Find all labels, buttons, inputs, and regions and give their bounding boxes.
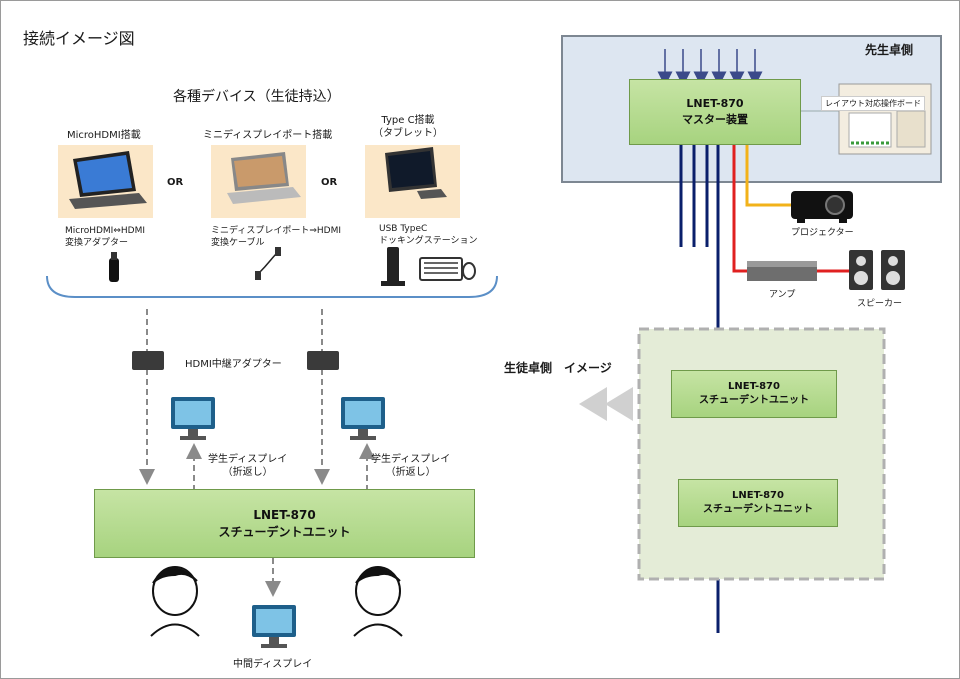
middle-display-label: 中間ディスプレイ: [233, 659, 313, 670]
master-unit-name: マスター装置: [682, 113, 748, 126]
minidp-cable-icon: [255, 247, 281, 280]
student-desk-area: [637, 327, 886, 581]
student-unit-2: LNET-870 スチューデントユニット: [678, 479, 838, 527]
projector-label: プロジェクター: [791, 228, 854, 238]
devices-bracket: [46, 275, 498, 298]
student-unit-main: LNET-870 スチューデントユニット: [94, 489, 475, 558]
minidp-cable-label: ミニディスプレイポート⇒HDMI 変換ケーブル: [211, 226, 342, 248]
student-figure-left: [150, 566, 200, 637]
keyboard-mouse-icon: [419, 257, 476, 281]
docking-station-icon: [381, 247, 405, 286]
amp-cable: [732, 144, 747, 273]
teacher-side-label: 先生卓側: [865, 43, 914, 57]
relay-adapter-label: HDMI中継アダプター: [185, 359, 282, 370]
tablet-image: [365, 145, 460, 218]
microhdmi-label: MicroHDMI搭載: [67, 130, 141, 141]
student-unit-main-name: スチューデントユニット: [218, 524, 351, 539]
student-unit-1-name: スチューデントユニット: [699, 395, 809, 406]
hdmi-relay-adapter-right: [307, 351, 339, 370]
student-unit-1-model: LNET-870: [728, 381, 780, 392]
direction-arrows: [579, 387, 633, 421]
speaker-icons: [849, 250, 905, 290]
dashed-connections: [139, 309, 375, 597]
microhdmi-laptop-image: [58, 145, 153, 218]
diagram-title: 接続イメージ図: [23, 29, 135, 48]
minidp-laptop-image: [211, 145, 306, 218]
typec-label: Type C搭載 （タブレット）: [373, 115, 443, 139]
student-monitor-right: [341, 397, 385, 440]
amp-label: アンプ: [769, 290, 796, 300]
student-unit-2-model: LNET-870: [732, 490, 784, 501]
microhdmi-adapter-icon: [109, 252, 119, 282]
student-unit-main-model: LNET-870: [253, 507, 316, 522]
hdmi-relay-adapter-left: [132, 351, 164, 370]
student-monitor-left: [171, 397, 215, 440]
student-figure-right: [353, 566, 403, 637]
middle-monitor: [252, 605, 296, 648]
student-display-label-left: 学生ディスプレイ （折返し）: [208, 454, 288, 478]
projector-cable: [745, 144, 791, 207]
operation-panel-image: [838, 83, 932, 155]
projector-icon: [791, 191, 853, 223]
student-display-label-right: 学生ディスプレイ （折返し）: [371, 454, 451, 478]
or-label-1: OR: [167, 177, 184, 188]
student-unit-2-name: スチューデントユニット: [703, 504, 813, 515]
devices-heading: 各種デバイス（生徒持込）: [173, 89, 341, 105]
master-unit: LNET-870 マスター装置: [629, 79, 801, 145]
minidp-label: ミニディスプレイポート搭載: [203, 130, 333, 141]
microhdmi-adapter-label: MicroHDMI⇔HDMI 変換アダプター: [65, 226, 145, 248]
student-side-label: 生徒卓側 イメージ: [504, 361, 612, 375]
or-label-2: OR: [321, 177, 338, 188]
master-unit-model: LNET-870: [686, 97, 744, 110]
amp-icon: [747, 261, 817, 281]
typec-dock-label: USB TypeC ドッキングステーション: [379, 224, 478, 246]
incoming-arrows: [657, 49, 763, 87]
operation-panel-label: レイアウト対応操作ボード: [821, 96, 925, 111]
speaker-label: スピーカー: [857, 299, 903, 309]
student-unit-1: LNET-870 スチューデントユニット: [671, 370, 837, 418]
